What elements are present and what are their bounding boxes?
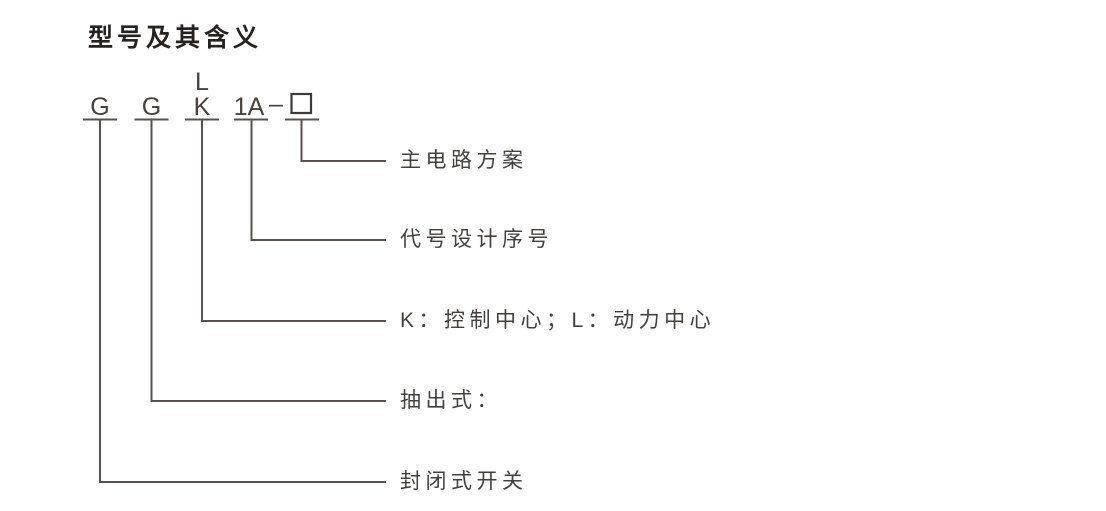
model-code-row: G G L K 1A – bbox=[90, 68, 313, 121]
section-title: 型号及其含义 bbox=[88, 23, 262, 52]
meaning-drawout: 抽出式： bbox=[400, 389, 502, 412]
meaning-enclosure: 封闭式开关 bbox=[400, 470, 528, 493]
meaning-design-serial: 代号设计序号 bbox=[400, 228, 553, 251]
meaning-main-circuit: 主电路方案 bbox=[400, 149, 528, 172]
leader-line-enclosure bbox=[83, 118, 386, 483]
code-symbol-series: 1A bbox=[234, 93, 265, 121]
meaning-labels: 主电路方案 代号设计序号 K：控制中心；L：动力中心 抽出式： 封闭式开关 bbox=[400, 149, 715, 493]
leader-line-drawout bbox=[134, 118, 386, 402]
leader-line-center-type bbox=[185, 118, 386, 322]
code-separator-dash: – bbox=[269, 90, 283, 118]
code-placeholder-box bbox=[290, 92, 313, 115]
code-symbol-center-type-alt: L bbox=[195, 68, 209, 96]
code-symbol-drawout: G bbox=[142, 93, 161, 121]
leader-lines bbox=[83, 118, 386, 483]
code-symbol-enclosure: G bbox=[90, 93, 109, 121]
code-symbol-center-type: K bbox=[194, 93, 211, 121]
meaning-center-type: K：控制中心；L：动力中心 bbox=[400, 309, 715, 332]
leader-line-main-circuit bbox=[285, 118, 386, 162]
leader-line-series bbox=[234, 118, 386, 241]
